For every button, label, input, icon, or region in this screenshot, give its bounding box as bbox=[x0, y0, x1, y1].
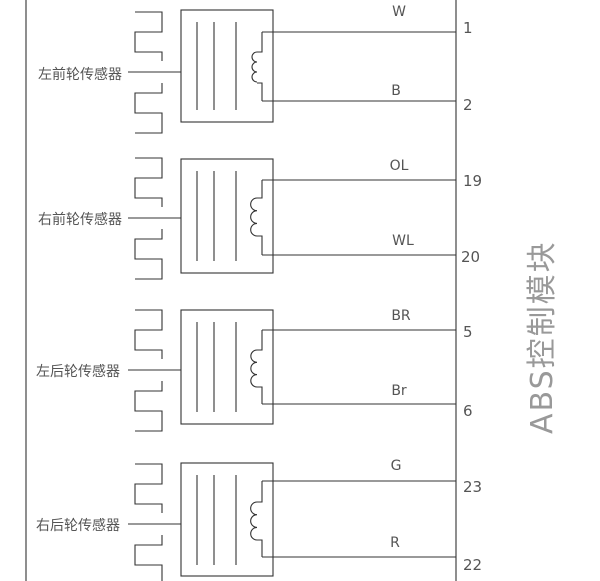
sensor-label: 左前轮传感器 bbox=[38, 66, 122, 83]
pin-number: 5 bbox=[463, 323, 473, 341]
wire-color-label: W bbox=[392, 4, 406, 20]
sensor-group-left-rear: 左后轮传感器 BR Br 5 6 bbox=[36, 308, 473, 432]
module-label: ABS控制模块 bbox=[525, 240, 560, 434]
tone-ring-teeth-icon bbox=[134, 309, 163, 432]
pin-number: 20 bbox=[461, 248, 480, 266]
sensor-body bbox=[180, 158, 274, 274]
sensor-label: 右前轮传感器 bbox=[38, 211, 122, 228]
tone-ring-teeth-icon bbox=[134, 11, 163, 134]
pin-number: 19 bbox=[463, 172, 482, 190]
wire-color-label: OL bbox=[390, 158, 409, 174]
wire-color-label: Br bbox=[391, 383, 407, 399]
pin-number: 23 bbox=[463, 478, 482, 496]
sensor-label: 左后轮传感器 bbox=[36, 363, 120, 380]
sensor-label: 右后轮传感器 bbox=[36, 517, 120, 534]
sensor-group-right-front: 右前轮传感器 OL WL 19 20 bbox=[38, 157, 482, 280]
pickup-coil-icon bbox=[250, 330, 263, 404]
sensor-body bbox=[180, 462, 274, 577]
tone-ring-teeth-icon bbox=[134, 463, 163, 581]
pickup-coil-icon bbox=[251, 32, 263, 101]
wire-color-label: BR bbox=[391, 308, 411, 324]
wire-color-label: WL bbox=[392, 233, 414, 249]
pin-number: 1 bbox=[463, 19, 473, 37]
sensor-body bbox=[180, 309, 274, 425]
wire-color-label: B bbox=[391, 83, 401, 99]
pin-number: 2 bbox=[463, 96, 473, 114]
sensor-group-right-rear: 右后轮传感器 G R 23 22 bbox=[36, 458, 482, 581]
pickup-coil-icon bbox=[250, 180, 263, 255]
wire-color-label: R bbox=[390, 535, 400, 551]
wire-color-label: G bbox=[391, 458, 402, 474]
sensor-group-left-front: 左前轮传感器 W B 1 2 bbox=[38, 4, 473, 134]
pin-number: 6 bbox=[463, 402, 473, 420]
tone-ring-teeth-icon bbox=[134, 157, 163, 280]
sensor-body bbox=[180, 9, 274, 123]
pickup-coil-icon bbox=[250, 481, 263, 557]
pin-number: 22 bbox=[463, 556, 482, 574]
